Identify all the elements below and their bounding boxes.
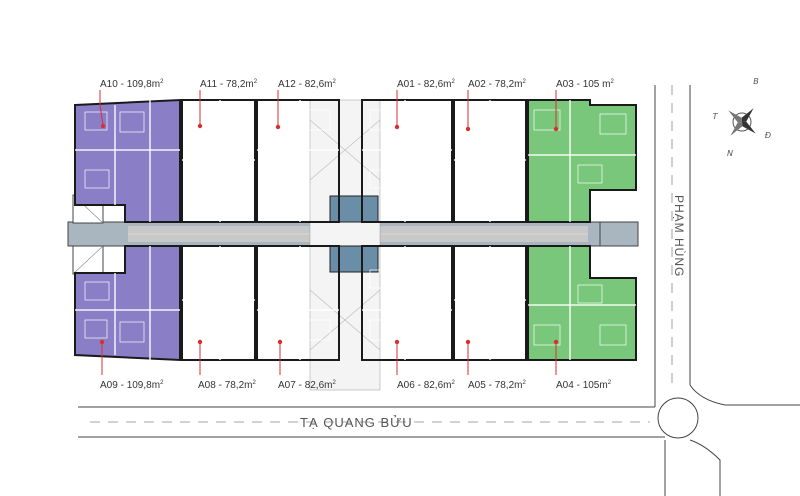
unit-a09[interactable]	[74, 245, 181, 362]
compass-west: T	[713, 112, 719, 121]
road-name-vertical: PHẠM HÙNG	[672, 195, 687, 277]
unit-a11[interactable]	[181, 99, 256, 223]
label-a07: A07 - 82,6m2	[278, 380, 337, 391]
label-a04: A04 - 105m2	[556, 380, 612, 391]
unit-a04[interactable]	[527, 245, 637, 361]
unit-a08[interactable]	[181, 245, 256, 361]
bottom-label-leaders	[99, 339, 559, 375]
label-a09: A09 - 109,8m2	[100, 380, 164, 391]
label-a10: A10 - 109,8m2	[100, 79, 164, 90]
compass-south: N	[727, 149, 733, 158]
compass-east: Đ	[765, 131, 771, 140]
unit-a12[interactable]	[256, 99, 340, 223]
road-name-horizontal: TẠ QUANG BỬU	[300, 415, 413, 430]
compass: B T Đ N	[713, 77, 772, 158]
unit-a06[interactable]	[361, 245, 453, 361]
label-a12: A12 - 82,6m2	[278, 79, 337, 90]
roads: TẠ QUANG BỬU PHẠM HÙNG	[78, 85, 800, 496]
label-a11: A11 - 78,2m2	[200, 79, 258, 90]
stair-right	[599, 221, 639, 247]
bottom-labels: A09 - 109,8m2 A08 - 78,2m2 A07 - 82,6m2 …	[100, 380, 612, 391]
label-a01: A01 - 82,6m2	[397, 79, 456, 90]
unit-a02[interactable]	[453, 99, 527, 223]
label-a02: A02 - 78,2m2	[468, 79, 527, 90]
top-label-leaders	[99, 90, 559, 132]
top-labels: A10 - 109,8m2 A11 - 78,2m2 A12 - 82,6m2 …	[100, 79, 615, 90]
unit-a01[interactable]	[361, 99, 453, 223]
label-a05: A05 - 78,2m2	[468, 380, 527, 391]
unit-a07[interactable]	[256, 245, 340, 361]
compass-north: B	[753, 77, 759, 86]
unit-a10[interactable]	[74, 98, 181, 223]
unit-a05[interactable]	[453, 245, 527, 361]
label-a03: A03 - 105 m2	[556, 79, 615, 90]
label-a08: A08 - 78,2m2	[198, 380, 257, 391]
unit-a03[interactable]	[527, 99, 637, 223]
label-a06: A06 - 82,6m2	[397, 380, 456, 391]
